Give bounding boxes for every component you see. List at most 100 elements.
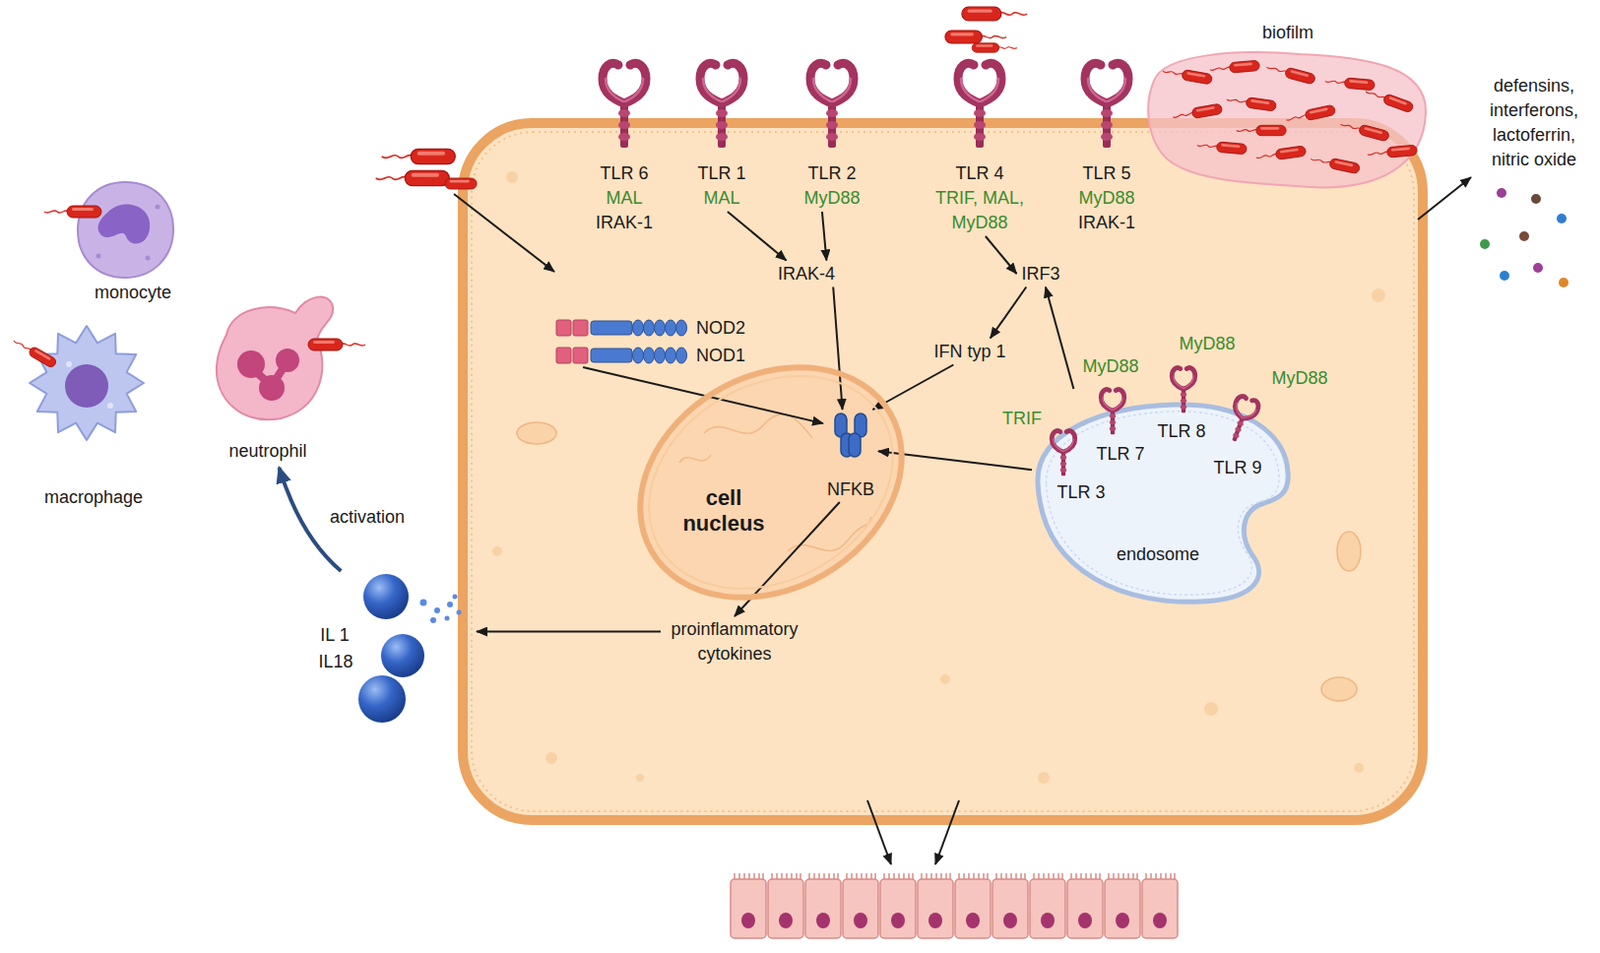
node-label: MAL xyxy=(697,186,746,211)
nod-domain xyxy=(590,348,633,363)
secreted-factors: defensins, interferons, lactoferrin, nit… xyxy=(1479,73,1589,173)
molecule-dot xyxy=(1558,277,1569,288)
node-label: TLR 8 xyxy=(1156,419,1206,445)
granule xyxy=(96,254,102,259)
signal-arrow xyxy=(985,236,1018,274)
cytokine-dot xyxy=(430,617,437,624)
biofilm-region: biofilm xyxy=(1147,17,1428,191)
granule xyxy=(107,402,114,409)
bacterium xyxy=(1339,119,1390,142)
mitochondrion xyxy=(1321,677,1357,702)
receptor-caption: TLR 3 xyxy=(1051,479,1110,507)
receptor-caption: TLR 7 xyxy=(1090,441,1150,468)
toll-like-receptor xyxy=(1051,431,1075,477)
toll-like-receptor xyxy=(1100,389,1124,436)
node-label: MyD88 xyxy=(1078,186,1136,211)
bacterium xyxy=(11,336,59,370)
endosome-membrane xyxy=(1046,411,1280,595)
node-label: IRAK-4 xyxy=(777,261,835,287)
bacterium xyxy=(376,170,450,186)
surface-receptors xyxy=(602,63,1129,148)
secretion-arrow xyxy=(1417,177,1472,220)
node-label: cell nucleus xyxy=(674,485,773,537)
toll-like-receptor xyxy=(1222,394,1261,446)
bacterium xyxy=(1284,104,1336,126)
molecule-dot xyxy=(1519,231,1530,242)
card-domain xyxy=(573,320,588,336)
epithelium xyxy=(729,871,1179,941)
granule xyxy=(145,256,151,261)
node-label: MAL xyxy=(595,186,653,211)
card-domain xyxy=(573,347,588,364)
bacterium xyxy=(945,30,1007,44)
molecule-dot xyxy=(1556,213,1567,224)
endosome-membrane xyxy=(1037,404,1288,602)
lrr-domain xyxy=(665,320,677,336)
nfkb-complex: NFKB xyxy=(823,409,879,503)
vesicle xyxy=(506,171,518,184)
node-label: IL 1 xyxy=(320,623,349,648)
edge-label: activation xyxy=(329,505,405,530)
receptor-caption: TLR 8 xyxy=(1152,418,1211,446)
node-label: macrophage xyxy=(44,485,143,511)
neutrophil-nucleus xyxy=(254,364,286,386)
cytokine-dot xyxy=(445,616,450,622)
lrr-domain xyxy=(643,320,655,336)
lrr-domain xyxy=(654,320,666,336)
signal-molecule: IRF3 xyxy=(1016,260,1065,288)
toll-like-receptor xyxy=(602,63,646,148)
signal-arrow xyxy=(727,211,787,261)
bacterium xyxy=(1367,144,1418,160)
signal-arrow xyxy=(582,367,824,424)
node-label: NOD2 xyxy=(696,316,746,341)
biofilm-matrix xyxy=(1148,52,1426,188)
host-cell xyxy=(462,123,1423,821)
bacterium xyxy=(971,43,1018,53)
toll-like-receptor xyxy=(700,63,744,148)
cell-membrane xyxy=(471,131,1414,812)
endosome: endosomeTLR 3TLR 7TLR 8TLR 9 xyxy=(1031,388,1293,608)
secreted-dots xyxy=(1479,188,1569,288)
node-label: proinflammatory cytokines xyxy=(665,617,804,667)
node-label: neutrophil xyxy=(228,439,307,464)
monocyte-cell: monocyte xyxy=(68,172,183,308)
nucleus-membrane xyxy=(610,333,932,632)
toll-like-receptor xyxy=(958,63,1002,148)
node-label: TLR 7 xyxy=(1095,442,1145,467)
node-label: MyD88 xyxy=(803,186,860,211)
lrr-domain xyxy=(676,320,688,336)
bacterium xyxy=(308,338,366,351)
vesicle xyxy=(492,546,503,557)
node-label: TLR 1 xyxy=(697,161,746,187)
epithelium-arrow xyxy=(867,800,892,865)
bacterium xyxy=(1363,86,1414,114)
molecule-dot xyxy=(1499,270,1510,281)
vesicle xyxy=(1353,763,1364,773)
neutrophil-drawing xyxy=(216,297,366,421)
mitochondrion xyxy=(1337,531,1361,572)
nfkb-subunit xyxy=(848,433,861,457)
lrr-domain xyxy=(633,347,644,364)
bacterium xyxy=(1210,60,1261,75)
vesicle xyxy=(1371,288,1386,303)
receptor-caption: TLR 4TRIF, MAL, MyD88 xyxy=(921,160,1038,237)
entry-arrow xyxy=(453,193,555,272)
nucleus-membrane xyxy=(598,320,944,643)
receptor-caption: TLR 2MyD88 xyxy=(798,160,865,212)
bacterium xyxy=(1196,139,1247,155)
lrr-domain xyxy=(654,347,666,364)
adaptor-label: MyD88 xyxy=(1082,354,1139,380)
node-label: TLR 6 xyxy=(595,161,653,187)
node-label: NOD1 xyxy=(696,343,746,369)
bacterium xyxy=(382,148,456,164)
receptor-caption: TLR 9 xyxy=(1208,454,1267,482)
vesicle xyxy=(1204,702,1218,716)
signal-arrow xyxy=(476,631,661,634)
node-label: IRF3 xyxy=(1021,261,1060,287)
molecule-dot xyxy=(1533,262,1543,273)
signal-molecule: IFN typ 1 xyxy=(928,338,1011,366)
node-label: TLR 2 xyxy=(803,161,860,187)
cytokine-dot xyxy=(434,607,441,614)
